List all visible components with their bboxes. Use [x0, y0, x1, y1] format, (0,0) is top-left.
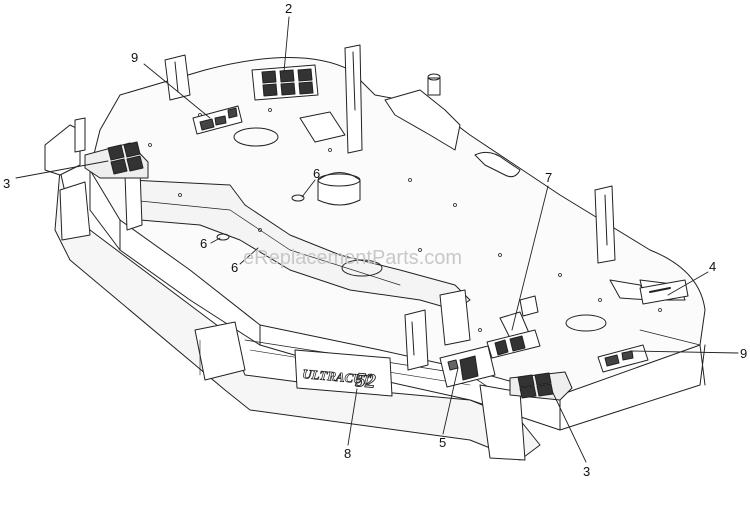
- watermark-text: eReplacementParts.com: [243, 247, 462, 269]
- callout-2-top: 2: [285, 1, 292, 16]
- decal-9-right: [597, 344, 649, 373]
- callout-8: 8: [344, 446, 351, 461]
- brand-plate: [294, 349, 393, 397]
- decal-3-left: [84, 141, 149, 179]
- brand-size: 52: [355, 369, 377, 393]
- callout-6-b: 6: [200, 236, 207, 251]
- callout-3-bottom: 3: [583, 464, 590, 479]
- decal-3-bottom: [509, 371, 573, 401]
- callout-6-c: 6: [231, 260, 238, 275]
- leader-lines: [15, 16, 739, 463]
- callout-5: 5: [439, 435, 446, 450]
- callout-9-right: 9: [740, 346, 747, 361]
- callout-3-left: 3: [3, 176, 10, 191]
- decal-2: [251, 64, 319, 101]
- brand-name: ULTRACUT: [302, 366, 372, 387]
- decal-9-left: [192, 105, 243, 135]
- decal-7: [486, 329, 541, 359]
- spindle-hole-center: [341, 259, 383, 277]
- callout-7: 7: [545, 170, 552, 185]
- spindle-hole-right: [565, 314, 607, 332]
- callout-4: 4: [709, 259, 716, 274]
- callout-6-a: 6: [313, 166, 320, 181]
- decal-4: [639, 279, 689, 305]
- spindle-hole-left: [233, 127, 279, 147]
- callout-9-left: 9: [131, 50, 138, 65]
